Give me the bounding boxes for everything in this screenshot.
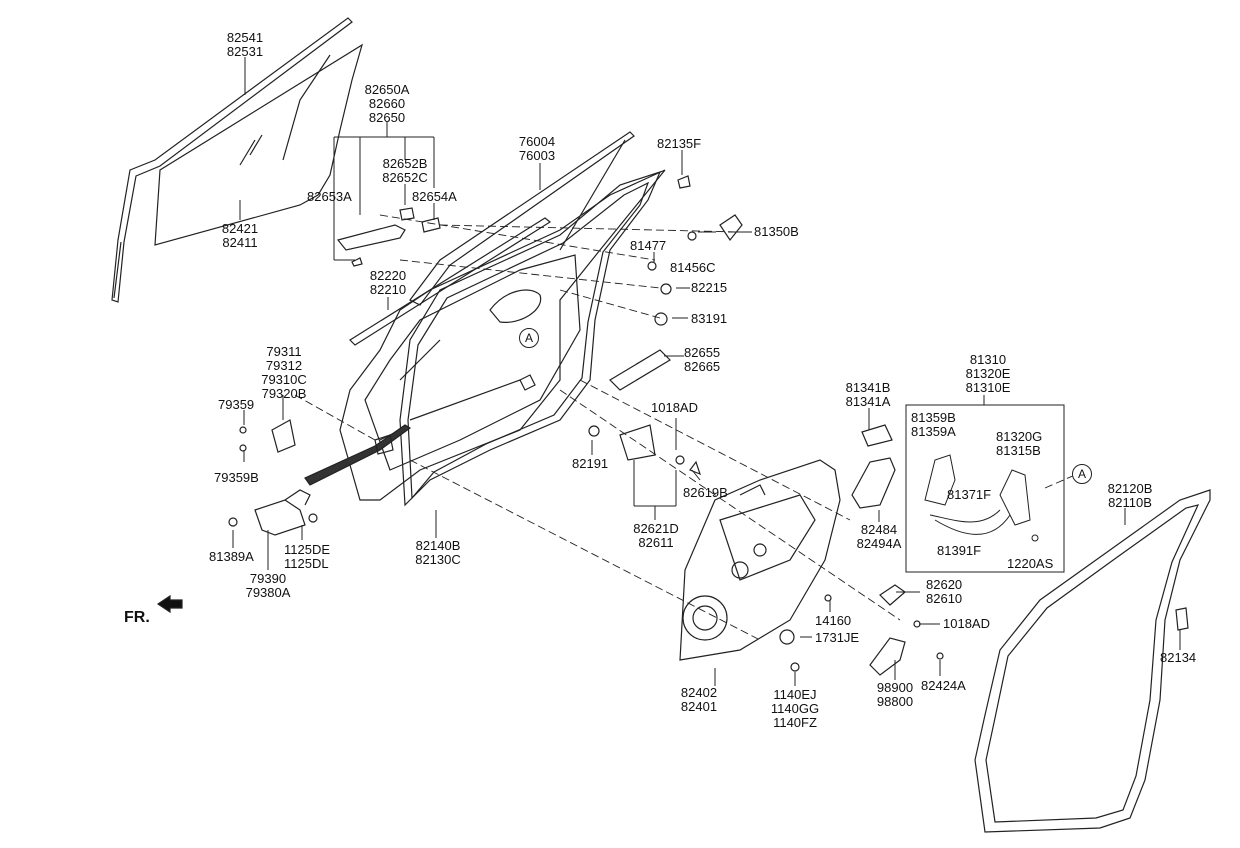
- latch-assembly-box: [906, 405, 1064, 572]
- label-tape: 82134: [1160, 650, 1197, 665]
- label-bolt-1018ad-top: 1018AD: [651, 400, 698, 415]
- reference-circle-a-left: A: [519, 328, 539, 348]
- label-plug-1731je: 1731JE: [815, 630, 860, 645]
- reference-circle-a-right: A: [1072, 464, 1092, 484]
- label-clip-14160: 14160: [815, 613, 852, 628]
- door-weatherstrip-part: [400, 172, 660, 505]
- label-screw-82424a: 82424A: [921, 678, 966, 693]
- label-plug-83191: 83191: [691, 311, 728, 326]
- front-arrow-icon: [158, 596, 182, 612]
- front-direction-label: FR.: [124, 609, 150, 626]
- glass-run-channel-part: [112, 18, 352, 302]
- lock-cylinder-part: [648, 176, 742, 325]
- inner-handle-bracket-part: [880, 585, 920, 627]
- leader-lines: [233, 57, 1180, 686]
- handle-base-part: [610, 350, 670, 390]
- bracket-part: [852, 458, 895, 508]
- striker-cover-part: [862, 425, 892, 446]
- module-panel-part: [680, 460, 840, 671]
- body-weatherstrip-part: [975, 490, 1210, 832]
- lower-hinge-part: [229, 490, 317, 535]
- belt-weatherstrip-part: [350, 218, 550, 345]
- label-screw-82619b: 82619B: [683, 485, 728, 500]
- label-lock-cylinder: 81350B: [754, 224, 799, 239]
- door-frame-weatherstrip-part: [410, 132, 634, 305]
- outside-handle-parts: [338, 208, 440, 266]
- label-screw-81477: 81477: [630, 238, 667, 253]
- label-bolt-79359: 79359: [218, 397, 255, 412]
- door-shell-part: [340, 170, 665, 500]
- tape-part: [1176, 608, 1188, 630]
- inside-handle-part: [589, 425, 700, 474]
- label-cable-lower: 81391F: [937, 543, 982, 558]
- label-bolt-81389a: 81389A: [209, 549, 254, 564]
- label-handle-outer: 82653A: [307, 189, 352, 204]
- label-handle-cap: 82654A: [412, 189, 457, 204]
- upper-hinge-part: [240, 420, 295, 452]
- label-clip-81456c: 81456C: [670, 260, 716, 275]
- label-delta-cover: 82135F: [657, 136, 702, 151]
- label-stopper: 82191: [572, 456, 609, 471]
- label-bolt-79359b: 79359B: [214, 470, 259, 485]
- label-bolt-1018ad-bottom: 1018AD: [943, 616, 990, 631]
- motor-part: [825, 595, 943, 675]
- label-grommet-82215: 82215: [691, 280, 728, 295]
- wiring-harness-part: [305, 425, 410, 485]
- label-cable-upper: 81371F: [947, 487, 992, 502]
- label-screw-1220as: 1220AS: [1007, 556, 1054, 571]
- door-glass-part: [155, 45, 362, 245]
